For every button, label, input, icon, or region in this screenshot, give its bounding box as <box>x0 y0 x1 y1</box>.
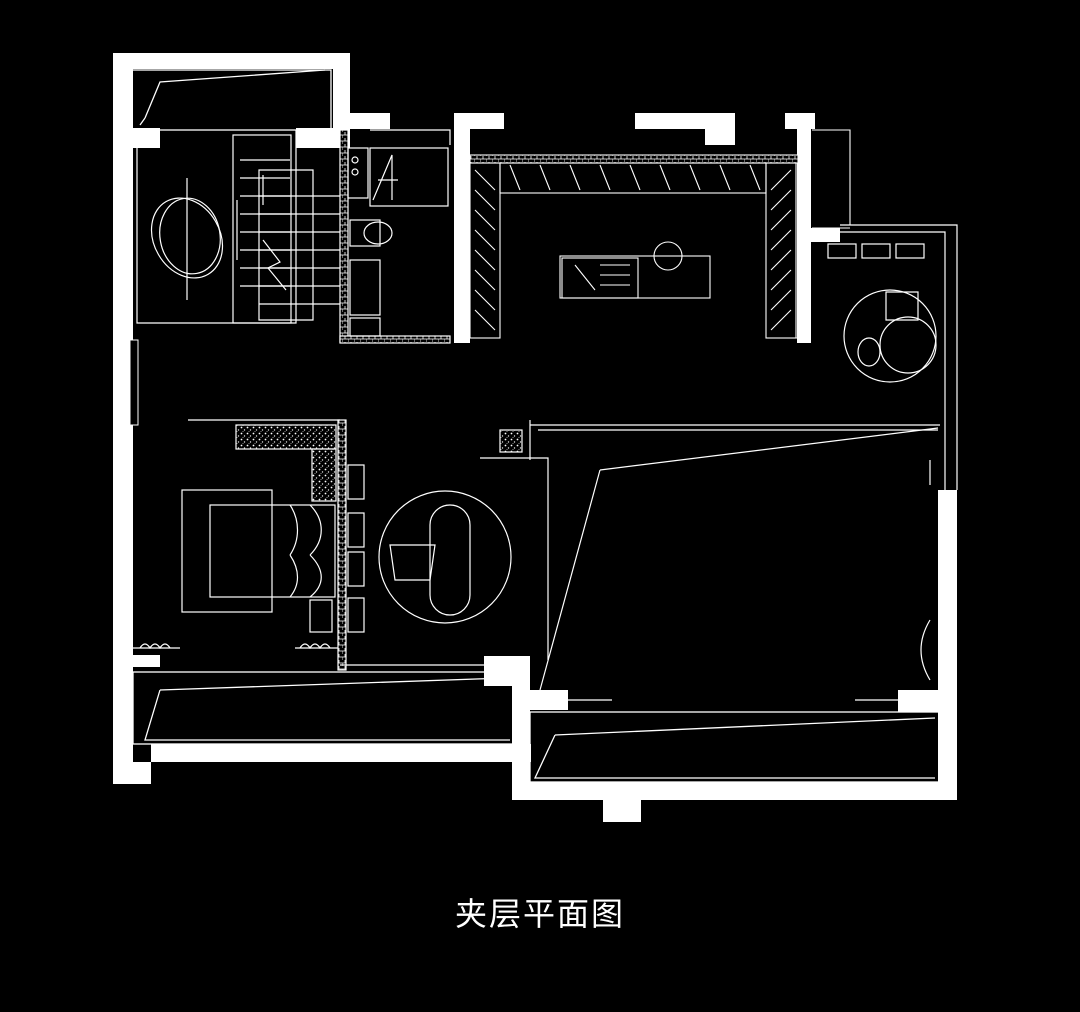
drawing-caption: 夹层平面图 <box>454 895 625 933</box>
bathroom <box>339 129 451 344</box>
lounge-corner <box>820 224 958 490</box>
bedroom <box>130 419 549 671</box>
walls <box>113 53 957 822</box>
open-void <box>529 420 940 701</box>
walk-in-closet <box>469 129 851 339</box>
balconies <box>130 69 941 783</box>
stair-hall <box>136 130 340 324</box>
